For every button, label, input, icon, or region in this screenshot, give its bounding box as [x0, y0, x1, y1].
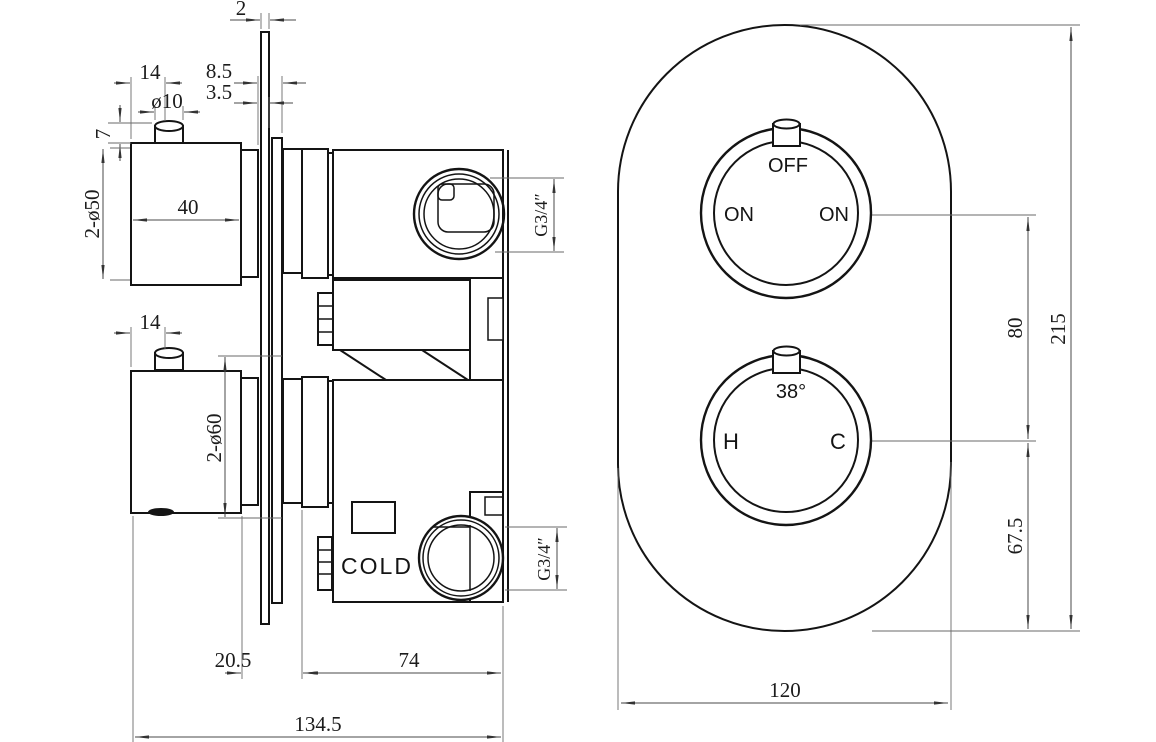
cold-inlet-label: COLD [341, 553, 413, 579]
dim-recess-depth: 20.5 [215, 648, 252, 672]
faceplate [617, 24, 952, 632]
dim-thread-top: G3/4″ [531, 193, 551, 237]
dim-knob-depth: 40 [178, 195, 199, 219]
label-on-left: ON [724, 204, 754, 226]
label-temperature: 38° [776, 381, 806, 403]
label-hot: H [723, 429, 739, 454]
dim-total-depth: 134.5 [294, 712, 341, 736]
label-off: OFF [768, 155, 808, 177]
dim-bottom-offset: 14 [140, 310, 162, 334]
dim-knob-diameter: 2-ø50 [80, 190, 104, 239]
top-knob-side [130, 120, 259, 286]
front-view: OFF ON ON 38° H C [617, 24, 1080, 710]
bottom-button-side [154, 347, 184, 359]
dim-8-5: 8.5 [206, 59, 232, 83]
dim-body-depth: 74 [399, 648, 421, 672]
diverter-lever [336, 349, 472, 381]
back-plate [271, 137, 283, 604]
dim-plate-width: 120 [769, 678, 801, 702]
top-button-front [772, 118, 801, 130]
trim-plate [260, 31, 270, 625]
top-button-side [154, 120, 184, 132]
side-view: COLD [130, 31, 509, 625]
bottom-inlet-port [417, 380, 505, 602]
bottom-knob-side [130, 347, 259, 516]
bottom-button-front [772, 345, 801, 357]
top-knob-front: OFF ON ON [699, 118, 873, 300]
top-outlet-port [412, 150, 506, 278]
dim-plate-height: 215 [1046, 313, 1070, 345]
dim-plate-thickness: 2 [236, 0, 247, 20]
dim-top-offset: 14 [140, 60, 162, 84]
dim-button-height: 7 [91, 129, 115, 140]
dim-escutcheon-diameter: 2-ø60 [202, 414, 226, 463]
dim-knob-spacing: 80 [1003, 318, 1027, 339]
dim-bottom-offset-front: 67.5 [1003, 518, 1027, 555]
side-view-dimensions: 2 14 8.5 3.5 ø10 7 2-ø50 [80, 0, 567, 742]
set-screw [148, 508, 174, 516]
front-view-dimensions: 80 67.5 215 120 [621, 27, 1073, 705]
dim-3-5: 3.5 [206, 80, 232, 104]
dim-thread-bottom: G3/4″ [534, 537, 554, 581]
label-on-right: ON [819, 204, 849, 226]
label-cold: C [830, 429, 846, 454]
dim-button-diameter: ø10 [151, 89, 183, 113]
bottom-knob-front: 38° H C [699, 345, 873, 527]
